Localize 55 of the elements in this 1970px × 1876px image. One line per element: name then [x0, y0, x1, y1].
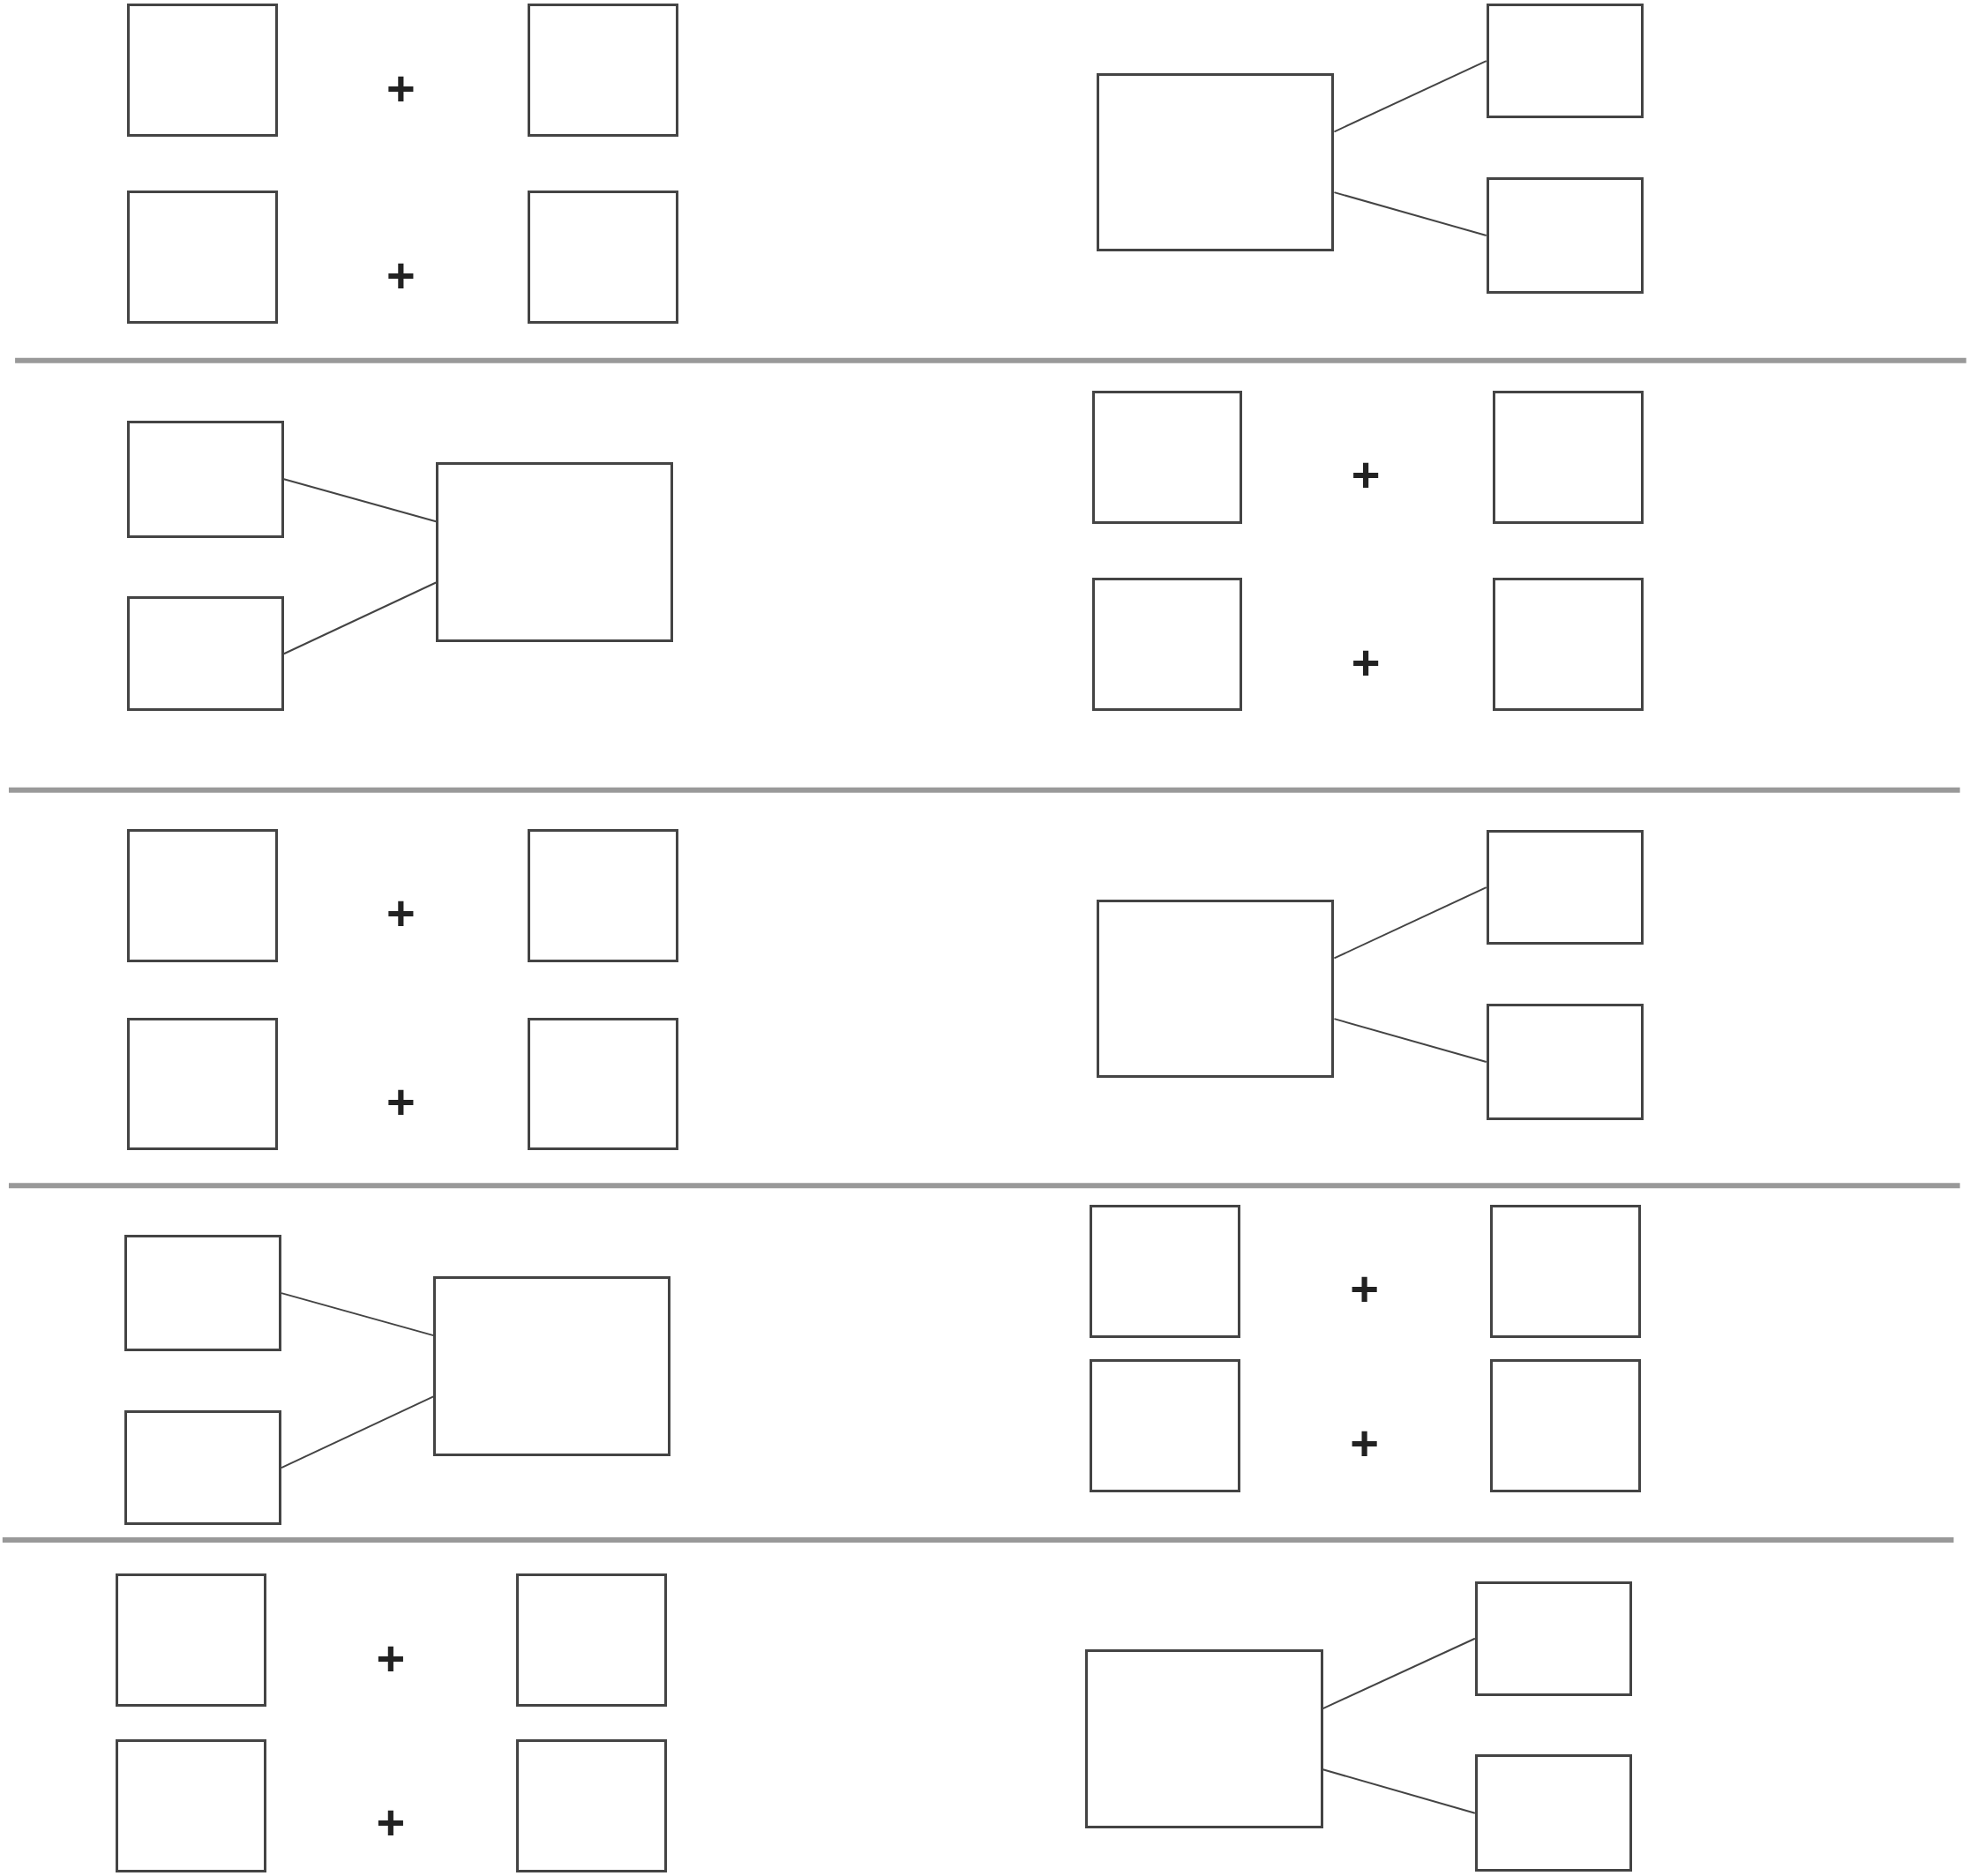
answer-box [1490, 1204, 1641, 1338]
answer-box [516, 1739, 668, 1873]
answer-box [1091, 390, 1243, 524]
plus-sign: + [386, 250, 416, 300]
plus-sign: + [1350, 1418, 1379, 1469]
answer-box [116, 1739, 266, 1873]
answer-box [1474, 1754, 1632, 1872]
connector-line [281, 1395, 435, 1469]
answer-box [1085, 1648, 1323, 1829]
answer-box [126, 4, 278, 138]
answer-box [528, 1017, 678, 1151]
connector-line [281, 1292, 435, 1337]
answer-box [528, 191, 678, 325]
answer-box [124, 1410, 281, 1525]
answer-box [124, 1234, 281, 1352]
answer-box [126, 191, 278, 325]
plus-sign: + [386, 888, 416, 938]
answer-box [1486, 176, 1644, 295]
answer-box [1486, 830, 1644, 945]
answer-box [1492, 578, 1644, 712]
plus-sign: + [376, 1633, 406, 1683]
answer-box [126, 828, 278, 962]
answer-box [516, 1573, 668, 1708]
answer-box [528, 828, 678, 962]
answer-box [1492, 390, 1644, 524]
connector-line [1333, 191, 1487, 236]
connector-line [1333, 60, 1487, 133]
answer-box [126, 596, 284, 712]
answer-box [433, 1275, 671, 1456]
answer-box [1474, 1581, 1632, 1696]
plus-sign: + [1351, 637, 1381, 687]
connector-line [1333, 1018, 1487, 1064]
answer-box [1089, 1204, 1240, 1338]
answer-box [126, 1017, 278, 1151]
answer-box [1490, 1358, 1641, 1492]
answer-box [436, 462, 674, 642]
answer-box [1089, 1358, 1240, 1492]
answer-box [126, 421, 284, 538]
plus-sign: + [1351, 450, 1381, 500]
answer-box [1091, 578, 1243, 712]
answer-box [528, 4, 678, 138]
answer-box [1486, 1003, 1644, 1121]
connector-line [1322, 1637, 1476, 1710]
plus-sign: + [1350, 1264, 1379, 1314]
answer-box [1097, 899, 1335, 1078]
answer-box [116, 1573, 266, 1708]
plus-sign: + [376, 1798, 406, 1848]
connector-line [1333, 886, 1487, 960]
answer-box [1097, 72, 1335, 251]
connector-line [1322, 1768, 1476, 1814]
connector-line [282, 581, 438, 655]
answer-box [1486, 4, 1644, 118]
connector-line [282, 478, 438, 523]
plus-sign: + [386, 1076, 416, 1126]
plus-sign: + [386, 63, 416, 113]
